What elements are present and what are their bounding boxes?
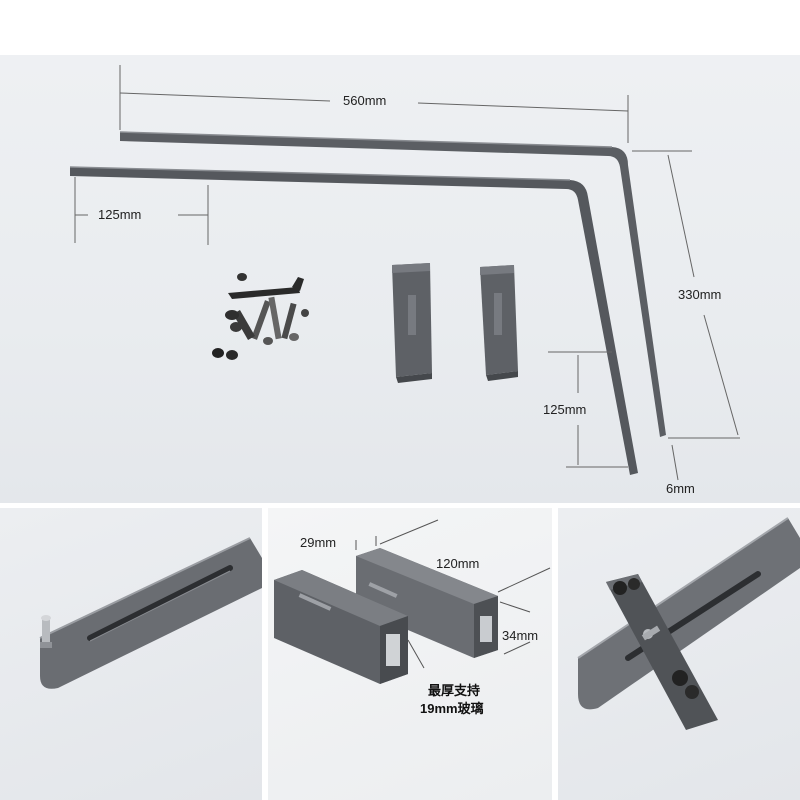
bracket-overview-illustration — [69, 65, 740, 481]
height-label: 330mm — [678, 287, 722, 302]
mounting-detail-panel — [558, 508, 800, 800]
max-glass-thickness-line2: 19mm玻璃 — [420, 701, 484, 716]
spacer-block-right — [480, 265, 518, 381]
bottom-slot-label: 125mm — [543, 402, 587, 417]
spacer-block-left — [392, 263, 432, 383]
mounting-detail-illustration — [577, 517, 800, 730]
block-height-label: 34mm — [502, 628, 539, 643]
block-detail-illustration — [274, 519, 551, 684]
block-detail-panel: 29mm 120mm 34mm 最厚支持 19mm玻璃 — [268, 508, 552, 800]
length-label: 560mm — [343, 93, 387, 108]
front-l-bracket — [70, 167, 638, 475]
block-length-label: 120mm — [436, 556, 480, 571]
thickness-label: 6mm — [666, 481, 695, 496]
slot-offset-label: 125mm — [98, 207, 142, 222]
dimension-lines — [74, 65, 740, 481]
screw-hardware-pile — [212, 273, 309, 360]
slot-detail-illustration — [39, 537, 262, 689]
block-width-label: 29mm — [300, 535, 337, 550]
slot-detail-panel — [0, 508, 262, 800]
bracket-overview-panel: 560mm 125mm 330mm 125mm 6mm — [0, 55, 800, 503]
max-glass-thickness-line1: 最厚支持 — [428, 683, 481, 698]
